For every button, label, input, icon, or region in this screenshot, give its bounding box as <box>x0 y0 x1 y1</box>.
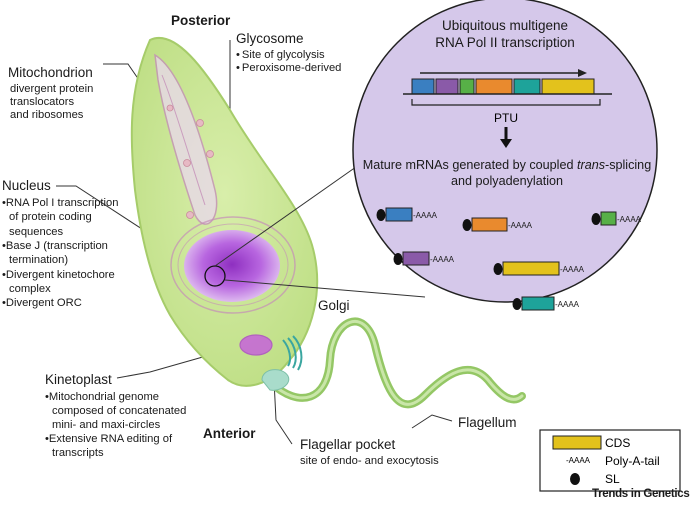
poly-a-tail: -AAAA <box>508 221 533 230</box>
nucleus-title: Nucleus <box>2 178 51 193</box>
poly-a-tail: -AAAA <box>555 300 580 309</box>
golgi-shape <box>282 335 303 371</box>
mitochondrion-desc-line: and ribosomes <box>10 109 84 122</box>
kinetoplast-bullet-cont: composed of concatenated <box>52 404 187 417</box>
posterior-label: Posterior <box>171 13 231 28</box>
inset-title-line: RNA Pol II transcription <box>435 34 575 50</box>
spliced-leader <box>393 253 403 265</box>
nucleus-bullet-cont: termination) <box>9 254 69 267</box>
journal-credit: Trends in Genetics <box>592 488 690 500</box>
cds-block <box>385 207 413 222</box>
cds-block <box>521 296 555 311</box>
cds-block <box>502 261 560 276</box>
kinetoplast-shape <box>239 334 273 356</box>
mature-mrna: -AAAA <box>462 217 533 232</box>
mitochondrion-annotation: Mitochondrion divergent protein transloc… <box>8 65 93 123</box>
mitochondrion-desc-line: divergent protein <box>10 82 94 95</box>
nucleus-shape <box>184 230 280 302</box>
legend-sl-label: SL <box>605 472 620 486</box>
inset-title-line: Ubiquitous multigene <box>441 18 569 33</box>
glycosome-bullet: Peroxisome-derived <box>236 62 342 75</box>
gene-block <box>475 78 513 95</box>
legend-cds-swatch <box>552 435 602 450</box>
kinetoplast-bullet: •Extensive RNA editing of <box>45 432 173 445</box>
spliced-leader <box>512 298 522 310</box>
gene-block <box>541 78 595 95</box>
gene-block <box>435 78 459 95</box>
legend: CDS -AAAA Poly-A-tail SL <box>539 429 681 492</box>
poly-a-tail: -AAAA <box>560 265 585 274</box>
poly-a-tail: -AAAA <box>617 215 642 224</box>
flagellum-shape <box>266 317 526 409</box>
mature-mrna: -AAAA <box>493 261 585 276</box>
gene-array <box>411 78 595 95</box>
mature-mrnas: -AAAA -AAAA -AAAA -AAAA -AAAA -AAAA <box>376 207 642 311</box>
kinetoplast-title: Kinetoplast <box>45 372 112 387</box>
flagellar-pocket-leader <box>273 379 293 445</box>
cds-block <box>471 217 508 232</box>
nucleus-bullet-cont: complex <box>9 282 51 295</box>
gene-block <box>411 78 435 95</box>
nucleus-bullet: •RNA Pol I transcription <box>2 196 119 209</box>
nucleus-annotation: Nucleus •RNA Pol I transcription of prot… <box>2 178 118 311</box>
spliced-leader <box>493 263 503 275</box>
kinetoplast-bullet-cont: mini- and maxi-circles <box>52 418 161 431</box>
flagellar-pocket-desc: site of endo- and exocytosis <box>300 454 439 467</box>
gene-block <box>513 78 541 95</box>
gene-block <box>459 78 475 95</box>
cds-block <box>600 211 617 226</box>
mitochondrion-desc: divergent protein translocators and ribo… <box>10 83 93 123</box>
poly-a-tail: -AAAA <box>413 211 438 220</box>
legend-polya-symbol: -AAAA <box>566 456 591 465</box>
anterior-label: Anterior <box>203 426 256 441</box>
mitochondrion-desc-line: translocators <box>10 96 75 109</box>
flagellar-pocket-shape <box>261 369 290 391</box>
legend-cds-label: CDS <box>605 436 630 450</box>
mature-line2: and polyadenylation <box>450 173 564 188</box>
kinetoplast-annotation: Kinetoplast •Mitochondrial genome compos… <box>45 372 186 460</box>
nucleus-bullet: •Divergent kinetochore <box>2 268 115 281</box>
spliced-leader <box>462 219 472 231</box>
glycosome-bullet: Site of glycolysis <box>236 49 341 62</box>
kinetoplast-bullet: •Mitochondrial genome <box>45 390 159 403</box>
glycosome-title: Glycosome <box>236 31 304 46</box>
kinetoplast-bullet-cont: transcripts <box>52 446 104 459</box>
nucleus-bullet-cont: sequences <box>9 225 64 238</box>
inset-title: Ubiquitous multigene RNA Pol II transcri… <box>380 18 630 52</box>
legend-polya-label: Poly-A-tail <box>605 454 660 468</box>
nucleus-bullet: •Base J (transcription <box>2 239 108 252</box>
poly-a-tail: -AAAA <box>430 255 455 264</box>
flagellar-pocket-annotation: Flagellar pocket site of endo- and exocy… <box>300 437 439 468</box>
ptu-label: PTU <box>494 111 518 125</box>
spliced-leader <box>591 213 601 225</box>
mature-mrna: -AAAA <box>591 211 642 226</box>
flagellum-title: Flagellum <box>458 415 517 430</box>
nucleus-bullet: •Divergent ORC <box>2 297 82 310</box>
nucleus-bullet-cont: of protein coding <box>9 211 92 224</box>
glycosome-annotation: Glycosome Site of glycolysis Peroxisome-… <box>236 31 341 75</box>
mature-mrna: -AAAA <box>393 251 455 266</box>
mature-mrna: -AAAA <box>376 207 438 222</box>
mature-mrna-text: Mature mRNAs generated by coupled trans-… <box>352 158 662 189</box>
legend-sl-symbol <box>570 473 580 485</box>
glycosomes <box>166 104 214 219</box>
cds-block <box>402 251 430 266</box>
mature-mrna: -AAAA <box>512 296 580 311</box>
mitochondrion-title: Mitochondrion <box>8 65 93 80</box>
ptu-bracket <box>411 99 601 106</box>
golgi-title: Golgi <box>318 298 350 313</box>
mature-line1: Mature mRNAs generated by coupled trans-… <box>362 158 652 172</box>
spliced-leader <box>376 209 386 221</box>
flagellum-leader <box>411 414 453 429</box>
flagellar-pocket-title: Flagellar pocket <box>300 437 396 452</box>
